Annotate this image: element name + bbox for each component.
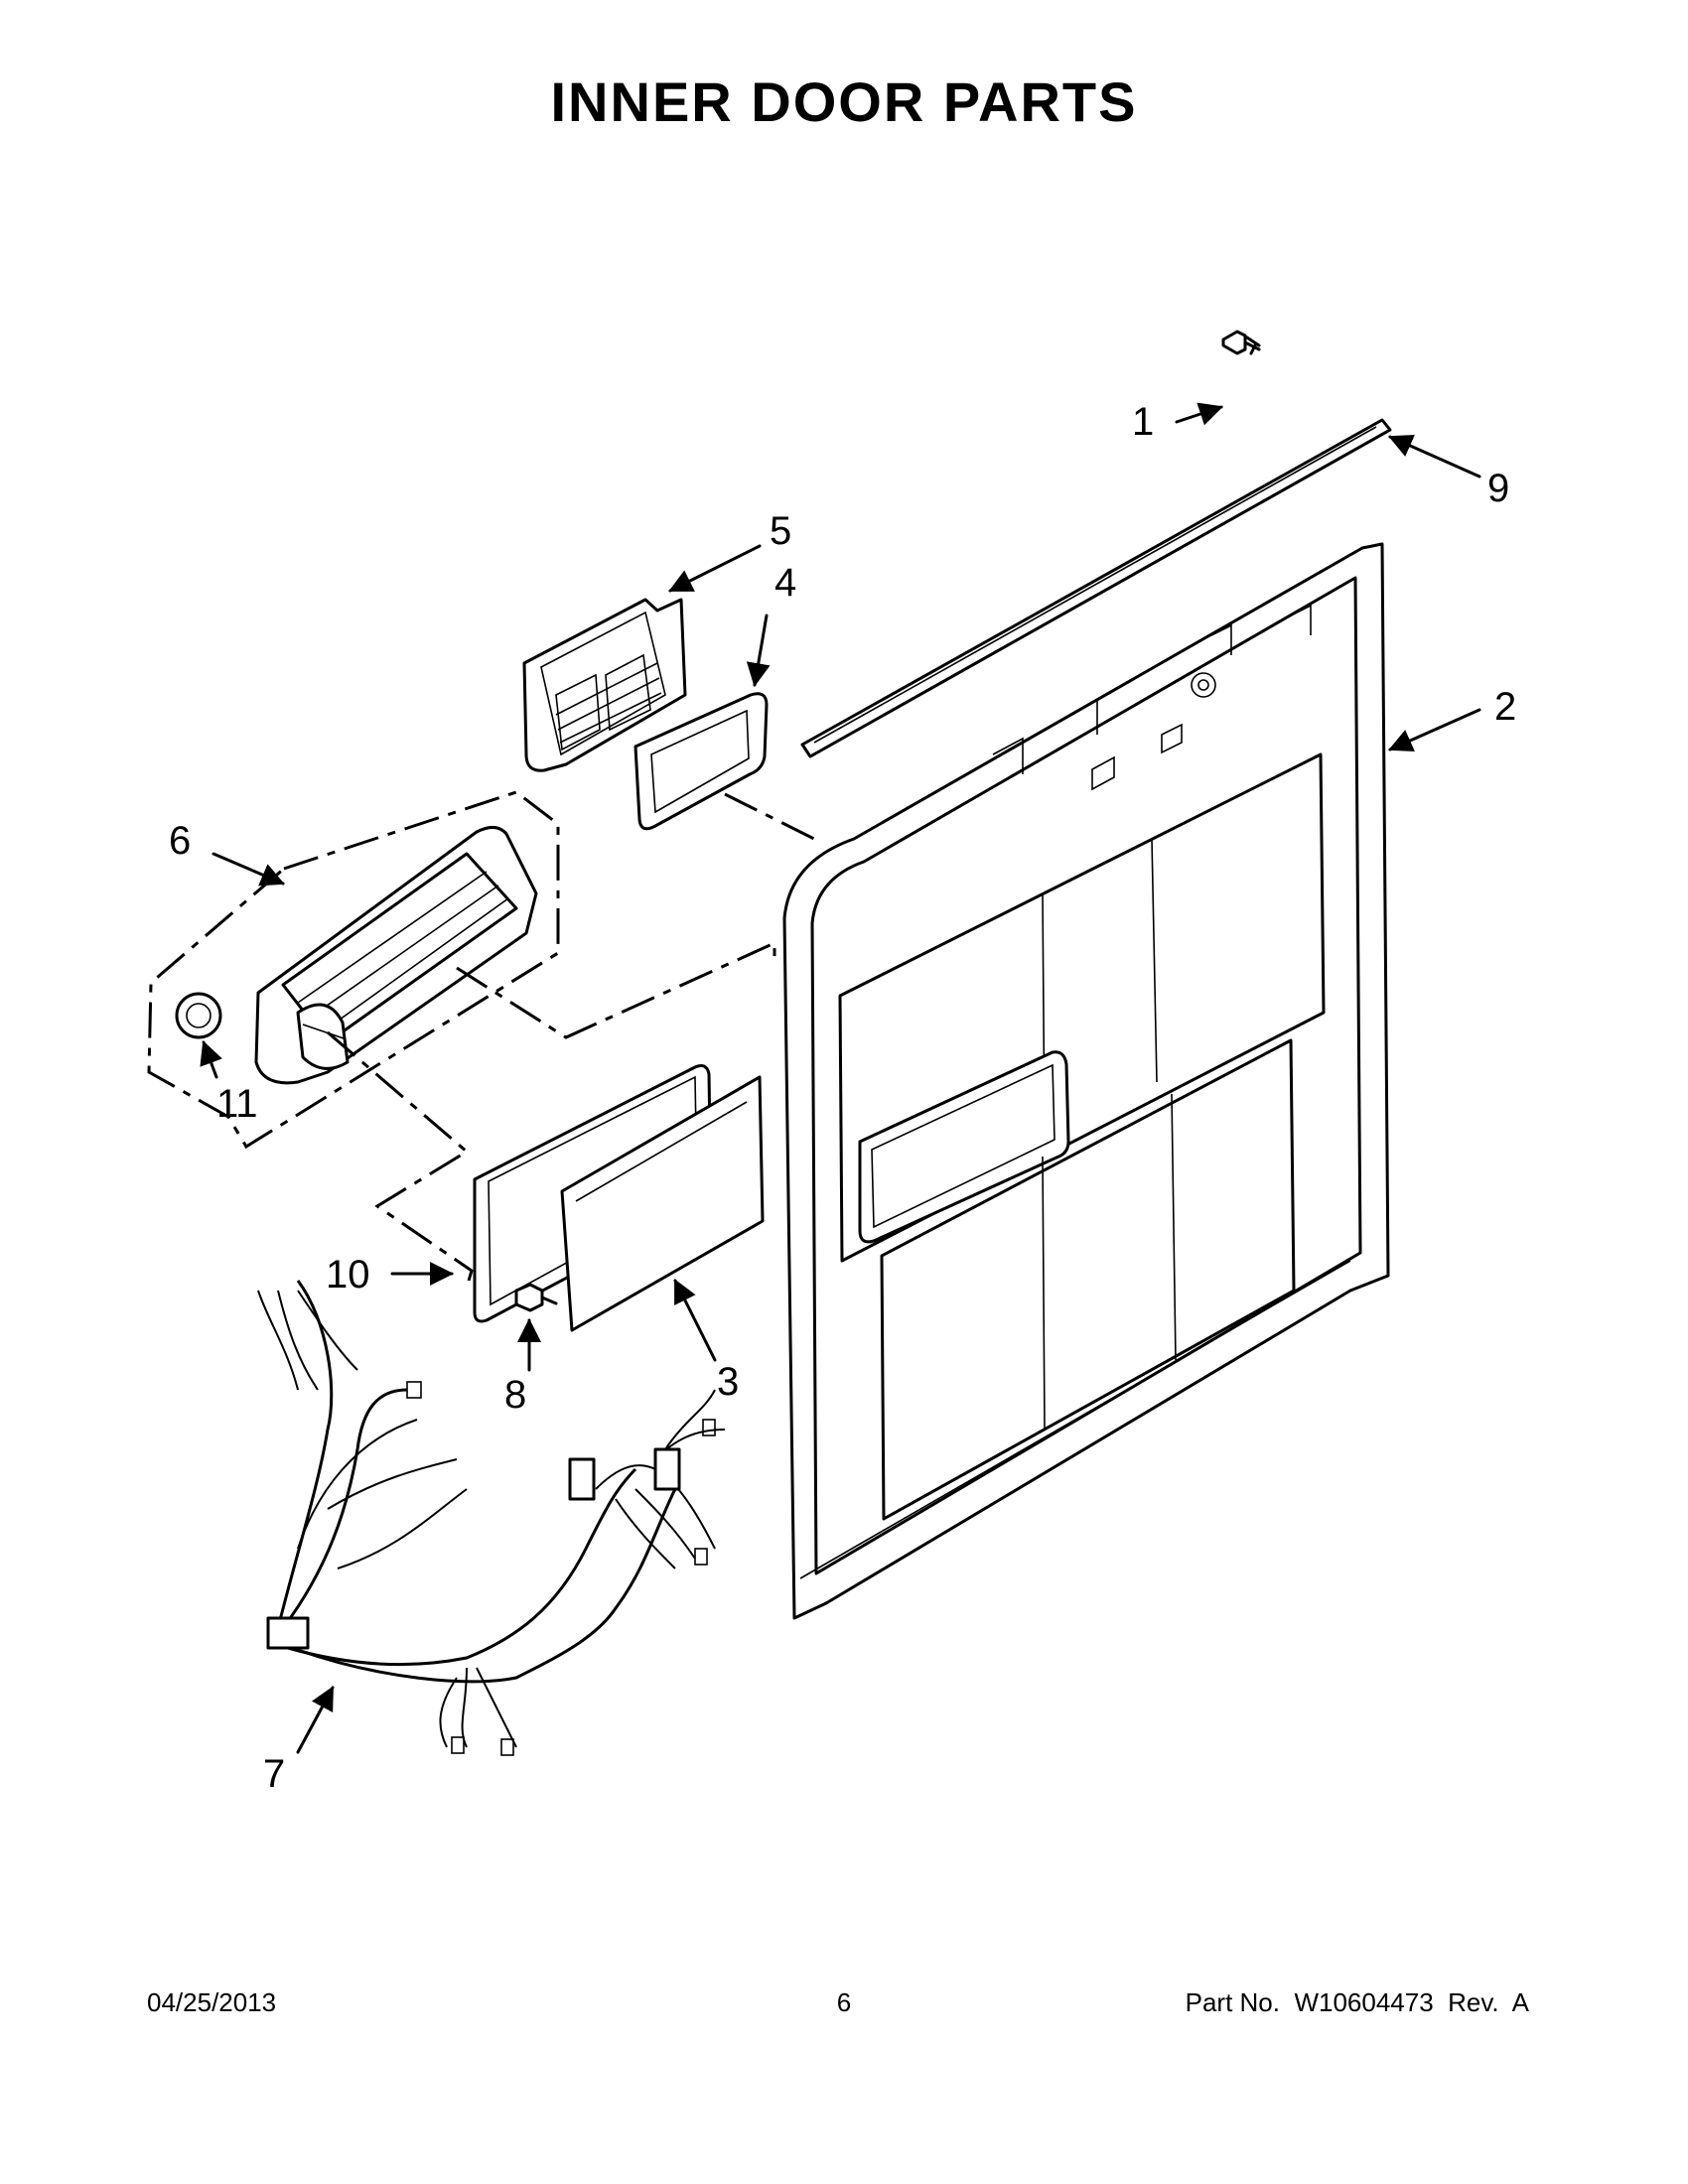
- page-title: INNER DOOR PARTS: [550, 70, 1138, 133]
- part-5-dispenser-cover: [522, 598, 687, 772]
- part-7-wire-harness: [257, 1280, 726, 1756]
- callout-10: 10: [326, 1253, 370, 1297]
- part-6-dispenser-housing: [254, 826, 538, 1085]
- part-4-gasket: [633, 692, 769, 831]
- dashed-group-outline: [147, 790, 560, 1150]
- part-11-knob: [175, 992, 222, 1039]
- callout-2: 2: [1494, 685, 1516, 729]
- part-8-screw: [514, 1283, 558, 1312]
- footer-part-number: Part No. W10604473 Rev. A: [1185, 1987, 1529, 2017]
- callout-11: 11: [216, 1082, 258, 1126]
- dashed-leader-line-a: [724, 792, 815, 841]
- callout-5: 5: [770, 509, 791, 553]
- part-1-screw: [1221, 330, 1261, 355]
- callout-3: 3: [717, 1360, 739, 1404]
- callout-4: 4: [774, 561, 796, 605]
- callout-7: 7: [263, 1752, 285, 1796]
- footer-page-number: 6: [836, 1987, 852, 2017]
- callout-labels: 1 2 3 4 5 6 7 8 9 10 11: [169, 400, 1516, 1796]
- callout-8: 8: [504, 1373, 526, 1417]
- callout-9: 9: [1487, 467, 1509, 510]
- dashed-leader-line-b: [456, 940, 776, 1039]
- footer-date: 04/25/2013: [147, 1987, 277, 2017]
- callout-1: 1: [1132, 400, 1154, 444]
- part-2-inner-door: [782, 542, 1390, 1620]
- dashed-leader-line-c: [327, 1030, 474, 1282]
- leader-arrows: [200, 402, 1481, 1754]
- part-3-plate: [560, 1075, 765, 1332]
- callout-6: 6: [169, 819, 191, 863]
- part-9-top-strip: [800, 418, 1392, 758]
